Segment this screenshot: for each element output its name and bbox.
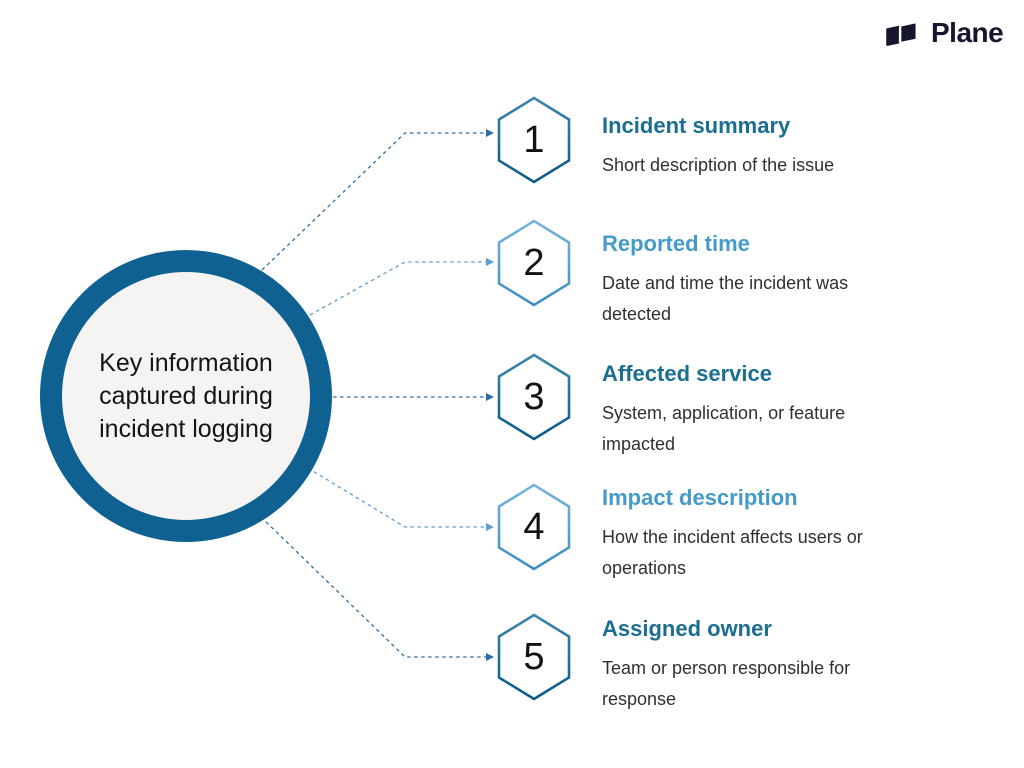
arrowhead-icon [486, 258, 494, 266]
connector-line-4 [307, 467, 486, 528]
step-hexagon-4: 4 [495, 483, 573, 571]
item-description: Date and time the incident was detected [602, 273, 849, 324]
item-description: How the incident affects users or operat… [602, 527, 863, 578]
plane-logo-text: Plane [931, 16, 1004, 48]
item-description: Team or person responsible for response [602, 658, 851, 709]
item-title: Assigned owner [602, 616, 772, 641]
arrowhead-icon [486, 653, 494, 661]
arrowhead-icon [486, 393, 494, 401]
step-number: 5 [523, 635, 545, 678]
step-hexagon-3: 3 [495, 353, 573, 441]
list-item: Impact description How the incident affe… [602, 484, 920, 584]
list-item: Affected service System, application, or… [602, 360, 920, 460]
item-title: Incident summary [602, 113, 791, 138]
central-topic-text: Key information captured during incident… [99, 348, 273, 443]
step-number: 4 [523, 505, 545, 548]
list-item: Assigned owner Team or person responsibl… [602, 615, 920, 715]
step-number: 3 [523, 375, 545, 418]
item-title: Reported time [602, 231, 750, 256]
connector-line-5 [260, 516, 486, 658]
step-number: 1 [523, 118, 545, 161]
item-title: Impact description [602, 485, 798, 510]
list-item: Reported time Date and time the incident… [602, 230, 920, 330]
step-hexagon-1: 1 [495, 96, 573, 184]
arrowhead-icon [486, 523, 494, 531]
plane-logo-icon [884, 12, 924, 53]
item-title: Affected service [602, 361, 772, 386]
list-item: Incident summary Short description of th… [602, 112, 920, 181]
item-description: Short description of the issue [602, 155, 835, 175]
connector-line-1 [261, 132, 486, 271]
plane-logo: Plane [884, 12, 1004, 53]
item-description: System, application, or feature impacted [602, 403, 846, 454]
step-number: 2 [523, 241, 545, 284]
step-hexagon-2: 2 [495, 219, 573, 307]
step-hexagon-5: 5 [495, 613, 573, 701]
connector-line-2 [309, 261, 486, 316]
central-topic-circle: Key information captured during incident… [40, 250, 332, 542]
arrowhead-icon [486, 129, 494, 137]
